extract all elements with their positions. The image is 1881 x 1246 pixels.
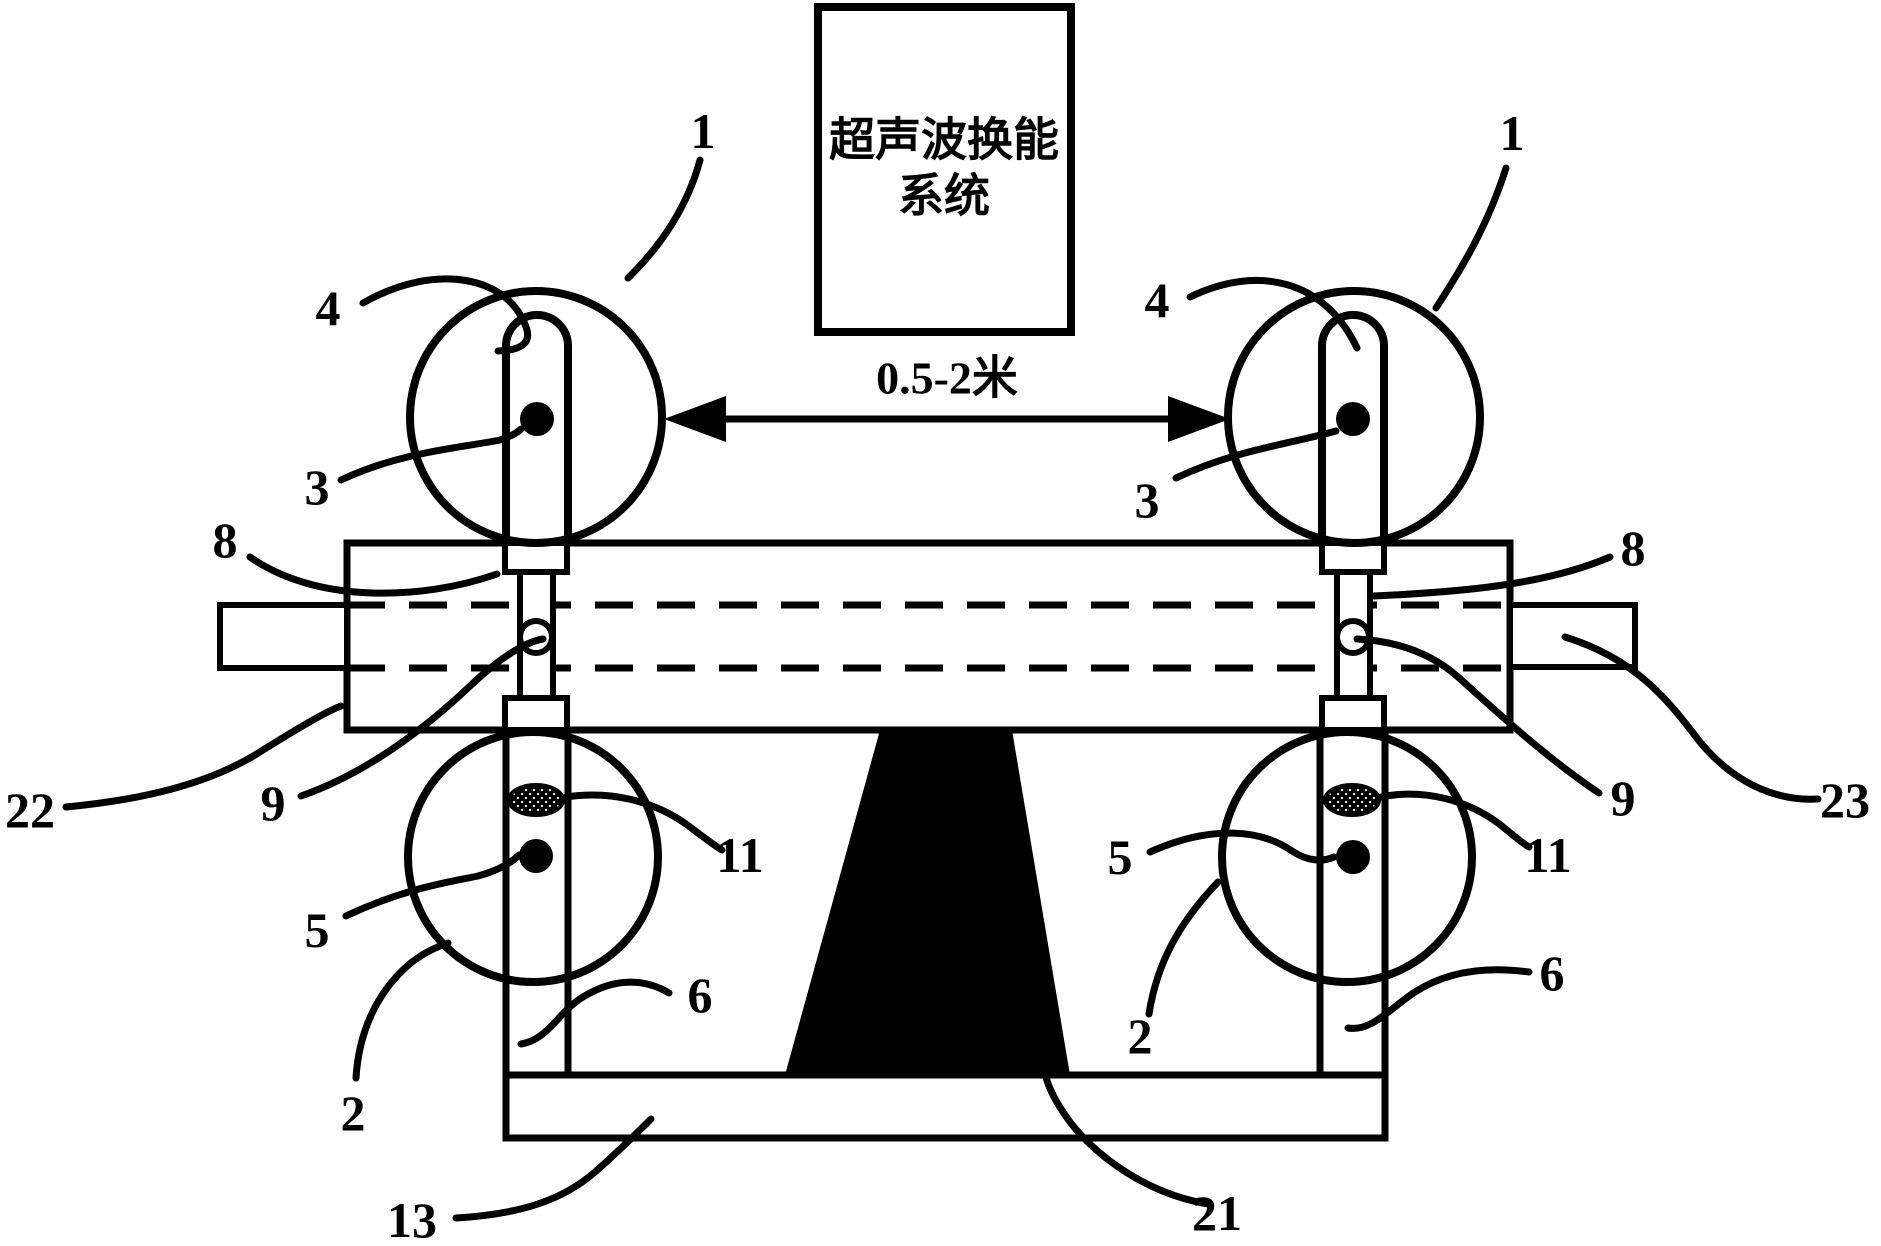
- lower-left-stippled-ellipse: [507, 783, 565, 817]
- lower-frame: [502, 730, 1389, 1142]
- shaft-stub-left: [217, 602, 350, 671]
- leader-22: [62, 702, 345, 811]
- leader-5-left: [342, 851, 523, 920]
- part-label-6-left: 6: [688, 967, 713, 1023]
- transducer-box-text-line2: 系统: [898, 171, 990, 222]
- part-label-9-right: 9: [1611, 770, 1636, 826]
- leader-11-right: [1377, 790, 1533, 851]
- right-lower-bearing-block: [1319, 695, 1387, 733]
- part-label-21-center: 21: [1192, 1185, 1242, 1241]
- upper-right-fork-slot: [1318, 311, 1388, 543]
- part-label-8-left: 8: [213, 512, 238, 568]
- part-label-11-left: 11: [716, 827, 763, 883]
- upper-left-wheel: [406, 287, 666, 547]
- upper-right-wheel: [1224, 287, 1484, 547]
- transducer-box-text-line1: 超声波换能: [829, 115, 1059, 166]
- leader-4-right: [1186, 276, 1361, 352]
- lower-left-wheel: [404, 728, 662, 986]
- screw-bar-assembly: [217, 539, 1638, 734]
- upper-right-axle-dot: [1336, 402, 1370, 436]
- upper-left-wheel-circle: [406, 287, 666, 547]
- leader-8-left: [246, 553, 501, 597]
- part-label-6-right: 6: [1540, 945, 1565, 1001]
- center-wedge: [785, 730, 1070, 1075]
- dimension-arrowhead-right: [1168, 396, 1230, 442]
- upper-left-fork-slot: [502, 311, 572, 543]
- part-label-11-right: 11: [1524, 827, 1571, 883]
- part-label-3-left: 3: [305, 459, 330, 515]
- leader-lines: [62, 156, 1822, 1222]
- part-label-2-right: 2: [1128, 1008, 1153, 1064]
- leader-6-right: [1344, 966, 1533, 1032]
- leader-1-right: [1432, 164, 1510, 312]
- leader-21: [1042, 1073, 1212, 1208]
- leader-8-right: [1370, 553, 1614, 600]
- part-label-5-right: 5: [1108, 829, 1133, 885]
- lower-right-axle-dot: [1336, 840, 1370, 874]
- transducer-system-box: 超声波换能 系统: [814, 3, 1075, 336]
- transducer-box-outline: [814, 3, 1075, 336]
- dimension-arrowhead-left: [664, 396, 726, 442]
- lower-right-wheel: [1218, 728, 1476, 986]
- leader-1-left: [624, 156, 704, 282]
- leader-9-left: [297, 635, 547, 800]
- leader-4-left: [359, 275, 532, 355]
- leader-9-right: [1353, 635, 1603, 797]
- leader-2-right: [1145, 878, 1222, 1018]
- lower-left-wheel-circle: [404, 728, 662, 986]
- leader-23: [1561, 633, 1822, 803]
- leader-13: [452, 1115, 655, 1222]
- left-support-column: [502, 540, 570, 733]
- right-upper-bearing-block: [1319, 540, 1387, 575]
- leader-3-right: [1172, 427, 1340, 482]
- left-lower-bearing-block: [502, 695, 570, 733]
- left-upper-bearing-block: [502, 540, 570, 575]
- part-label-1-left: 1: [691, 103, 716, 159]
- part-label-13-left: 13: [387, 1192, 437, 1246]
- part-label-3-right: 3: [1135, 472, 1160, 528]
- part-label-4-left: 4: [316, 280, 341, 336]
- part-label-2-left: 2: [341, 1085, 366, 1141]
- lower-right-wheel-circle: [1218, 728, 1476, 986]
- distance-annotation: 0.5-2米: [664, 353, 1230, 442]
- dimension-text: 0.5-2米: [876, 353, 1018, 404]
- part-label-1-right: 1: [1500, 105, 1525, 161]
- leader-2-left: [352, 939, 452, 1082]
- upper-right-wheel-circle: [1224, 287, 1484, 547]
- base-plate: [502, 1071, 1389, 1142]
- part-label-8-right: 8: [1621, 520, 1646, 576]
- part-label-9-left: 9: [261, 775, 286, 831]
- part-label-23-right: 23: [1820, 772, 1870, 828]
- lower-right-stippled-ellipse: [1323, 783, 1381, 817]
- leader-5-right: [1146, 829, 1338, 864]
- right-support-column: [1319, 540, 1387, 733]
- lower-left-axle-dot: [519, 839, 553, 873]
- leader-6-left: [517, 978, 673, 1048]
- part-label-5-left: 5: [305, 902, 330, 958]
- leader-3-left: [337, 425, 525, 484]
- upper-left-axle-dot: [520, 402, 554, 436]
- part-label-22-left: 22: [5, 782, 55, 838]
- leader-11-left: [562, 791, 726, 854]
- part-label-4-right: 4: [1145, 272, 1170, 328]
